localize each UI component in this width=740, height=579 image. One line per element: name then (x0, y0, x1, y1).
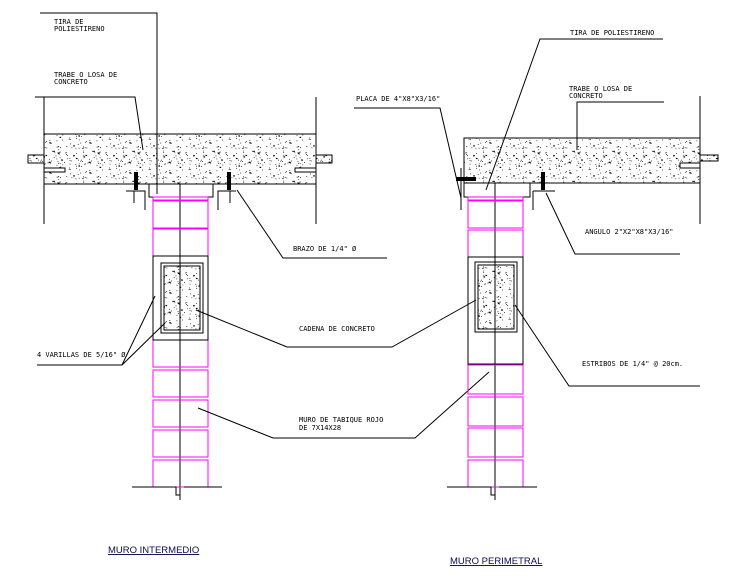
right-chain-beam (467, 256, 524, 365)
right-section (354, 38, 719, 500)
label-muro-1: MURO DE TABIQUE ROJO (299, 416, 383, 424)
left-bricks (152, 196, 209, 488)
left-anchor-2 (227, 172, 231, 190)
left-slab (27, 133, 333, 185)
label-placa: PLACA DE 4"X8"X3/16" (356, 95, 440, 103)
right-angle (541, 172, 545, 190)
label-estribos: ESTRIBOS DE 1/4" @ 20cm. (582, 360, 683, 368)
label-brazo: BRAZO DE 1/4" Ø (293, 245, 357, 253)
label-muro-2: DE 7X14X28 (299, 424, 341, 432)
label-trabe-right-2: CONCRETO (569, 92, 603, 100)
title-muro-perimetral: MURO PERIMETRAL (450, 556, 542, 567)
title-muro-intermedio: MURO INTERMEDIO (108, 545, 199, 556)
left-section (27, 12, 490, 500)
label-trabe-left-1: TRABE O LOSA DE (54, 71, 117, 79)
label-varillas: 4 VARILLAS DE 5/16" Ø (37, 351, 126, 359)
label-trabe-right-1: TRABE O LOSA DE (569, 85, 632, 93)
left-anchor-1 (134, 172, 138, 190)
label-tira-right: TIRA DE POLIESTIRENO (570, 29, 654, 37)
right-plate (456, 177, 476, 181)
label-cadena: CADENA DE CONCRETO (299, 325, 375, 333)
label-tira-left-1: TIRA DE (54, 18, 84, 26)
label-trabe-left-2: CONCRETO (54, 78, 88, 86)
label-tira-left-2: POLIESTIRENO (54, 25, 105, 33)
right-bricks (467, 196, 524, 488)
left-chain-beam (152, 255, 209, 341)
label-angulo: ANGULO 2"X2"X8"X3/16" (585, 228, 674, 236)
